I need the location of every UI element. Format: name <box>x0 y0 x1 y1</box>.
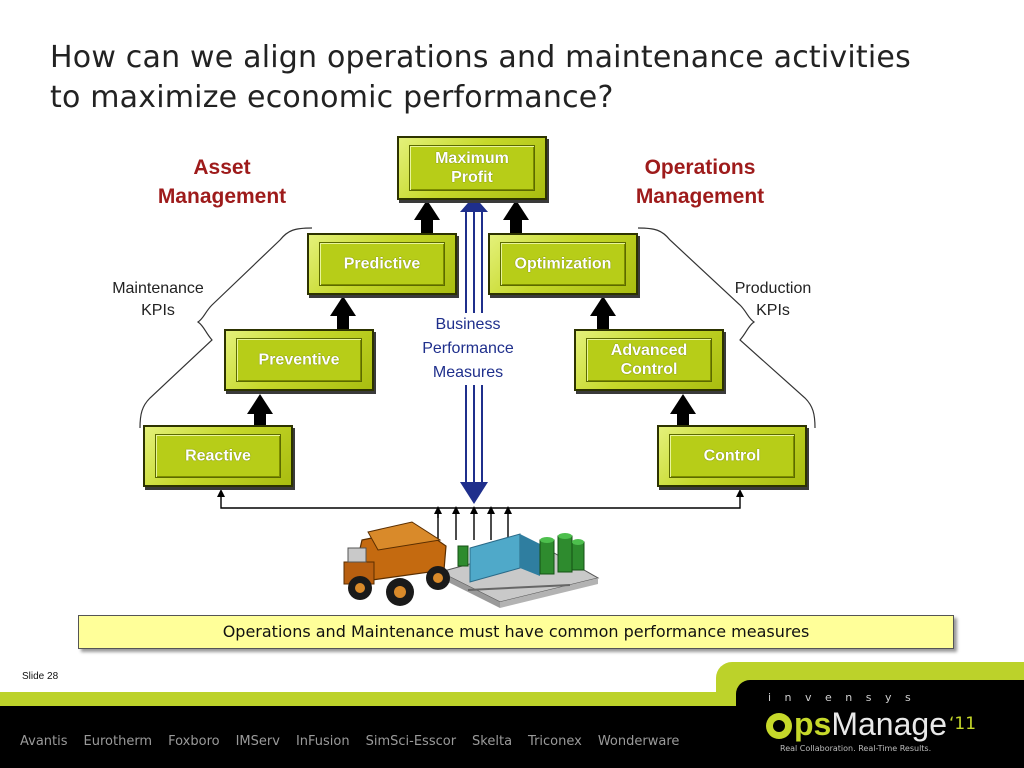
brand-wonderware: Wonderware <box>597 734 680 749</box>
opsmanage-logo: ps Manage ‘11 <box>766 706 976 746</box>
advanced-control-box: Advanced Control <box>574 329 724 391</box>
maintenance-kpis-label: Maintenance KPIs <box>112 280 204 319</box>
preventive-box: Preventive <box>224 329 374 391</box>
up-arrows <box>247 200 696 427</box>
asset-management-heading: Asset Management <box>157 156 287 208</box>
reactive-box: Reactive <box>143 425 293 487</box>
control-label: Control <box>703 447 761 465</box>
brand-avantis: Avantis <box>20 734 68 749</box>
slide-title: How can we align operations and maintena… <box>50 40 911 115</box>
logo-tagline: Real Collaboration. Real-Time Results. <box>780 744 932 753</box>
feedback-lines <box>220 496 741 518</box>
ops-o-icon <box>766 713 792 739</box>
maximum-profit-box: Maximum Profit <box>397 136 547 200</box>
common-measures-banner: Operations and Maintenance must have com… <box>78 615 954 649</box>
predictive-box: Predictive <box>307 233 457 295</box>
maximum-profit-label: Maximum Profit <box>435 150 509 186</box>
brand-triconex: Triconex <box>528 734 582 749</box>
kpi-braces <box>139 227 816 429</box>
logo-ps-text: ps <box>794 706 832 742</box>
brand-skelta: Skelta <box>472 734 513 749</box>
production-kpis-label: Production KPIs <box>734 280 812 319</box>
brand-imserv: IMServ <box>235 734 280 749</box>
plant-illustration <box>343 521 600 608</box>
advanced-control-label: Advanced Control <box>610 342 688 378</box>
optimization-label: Optimization <box>514 255 612 273</box>
brand-eurotherm: Eurotherm <box>83 734 153 749</box>
slide-number: Slide 28 <box>22 671 59 682</box>
reactive-label: Reactive <box>185 447 251 465</box>
logo-year: ‘11 <box>948 714 977 734</box>
operations-management-heading: Operations Management <box>635 156 765 208</box>
logo-manage-text: Manage <box>831 706 947 742</box>
brand-list: Avantis Eurotherm Foxboro IMServ InFusio… <box>20 734 679 750</box>
preventive-label: Preventive <box>258 351 340 369</box>
brand-simsci-esscor: SimSci-Esscor <box>365 734 457 749</box>
footer-bar <box>0 706 1024 768</box>
invensys-wordmark: i n v e n s y s <box>768 691 916 704</box>
plant-arrows <box>437 514 509 540</box>
control-box: Control <box>657 425 807 487</box>
brand-infusion: InFusion <box>295 734 350 749</box>
optimization-box: Optimization <box>488 233 638 295</box>
business-performance-measures-label: Business Performance Measures <box>402 313 534 385</box>
brand-foxboro: Foxboro <box>168 734 220 749</box>
footer-logo-tab <box>736 680 1024 710</box>
predictive-label: Predictive <box>343 255 421 273</box>
